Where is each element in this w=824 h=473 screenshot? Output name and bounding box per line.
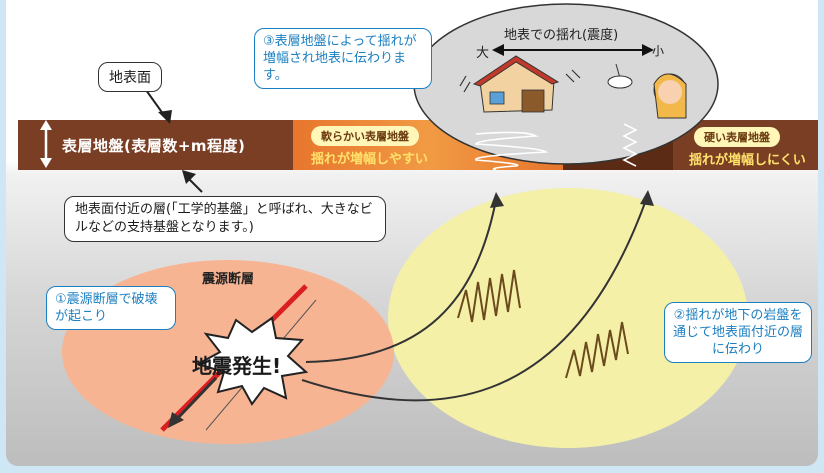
step2-note: ②揺れが地下の岩盤を通じて地表面付近の層に伝わり (664, 302, 812, 363)
step3-note: ③表層地盤によって揺れが増幅され地表に伝わります。 (254, 28, 432, 89)
surface-callout: 地表面 (98, 62, 162, 92)
diagram-drawing (40, 3, 748, 448)
surface-layer-label: 表層地盤(表層数+m程度) (62, 137, 246, 155)
fault-arrow (174, 376, 218, 422)
shindo-arrow-left (492, 44, 504, 56)
diagram-frame: 表層地盤(表層数+m程度) 軟らかい表層地盤 揺れが増幅しやすい 硬い表層地盤 … (6, 0, 818, 466)
wave-arrow-up (490, 192, 504, 208)
soft-layer-tag: 軟らかい表層地盤 (311, 126, 419, 146)
fault-title: 震源断層 (202, 272, 255, 287)
shindo-big-label: 大 (476, 46, 490, 61)
base-layer-callout: 地表面付近の層(「工学的基盤」と呼ばれ、大きなビルなどの支持基盤となります。) (64, 196, 386, 242)
house-icon (472, 55, 560, 113)
shindo-arrow-right (642, 44, 654, 56)
rock-ellipse (388, 188, 748, 448)
wave-path-right (301, 199, 647, 402)
soft-layer-note: 揺れが増幅しやすい (311, 152, 428, 167)
wave-zigzag-left (457, 269, 521, 323)
wave-arrow-right (640, 190, 654, 206)
quake-label: 地震発生! (192, 354, 282, 378)
small-wave (622, 123, 638, 167)
shindo-small-label: 小 (652, 44, 665, 58)
wave-zigzag-right (565, 321, 629, 379)
hard-layer-tag: 硬い表層地盤 (694, 127, 780, 147)
shindo-title: 地表での揺れ(震度) (504, 28, 619, 43)
quake-burst (195, 316, 309, 406)
person-icon (607, 63, 687, 119)
step1-note: ①震源断層で破壊が起こり (46, 286, 176, 330)
fault-arrow-head (168, 412, 184, 428)
hard-layer-note: 揺れが増幅しにくい (689, 153, 806, 168)
wave-path-up (305, 199, 497, 363)
amplified-wave (475, 131, 549, 171)
